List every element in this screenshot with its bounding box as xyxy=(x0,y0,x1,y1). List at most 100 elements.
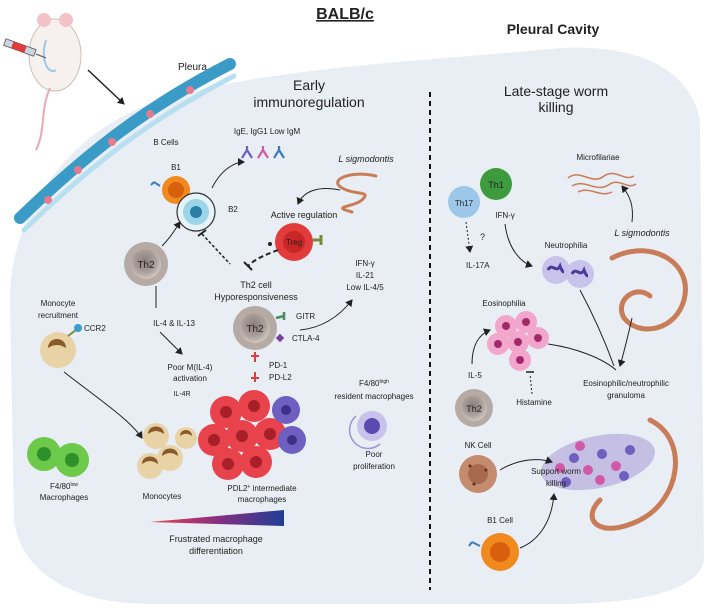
pd1-receptor-icon xyxy=(251,352,259,382)
b2-label: B2 xyxy=(228,205,238,214)
neutrophil-cells xyxy=(542,256,594,288)
b2-cell xyxy=(176,192,216,232)
f480-high-sup: high xyxy=(380,379,390,385)
arrow-th2-to-b2 xyxy=(161,221,181,247)
monocyte-recruit-line2: recruitment xyxy=(38,311,79,320)
frustrated-line1: Frustrated macrophage xyxy=(169,534,263,544)
microfilariae-icon xyxy=(567,172,637,195)
il17a-label: IL-17A xyxy=(466,261,490,270)
il4-il13-label: IL-4 & IL-13 xyxy=(153,319,195,328)
b1-cell-label: B1 Cell xyxy=(487,516,513,525)
b2-inhibit-bar xyxy=(197,229,207,237)
f480-low-macrophages xyxy=(27,437,89,477)
th2-center-label: Th2 xyxy=(246,324,264,335)
antibody-icons xyxy=(241,146,285,159)
poor-m-line2: activation xyxy=(173,374,207,383)
active-regulation-label: Active regulation xyxy=(271,210,338,220)
early-title-line1: Early xyxy=(293,77,325,93)
th2-late-label: Th2 xyxy=(466,404,482,414)
eosinophilia-label: Eosinophilia xyxy=(482,299,526,308)
pd1-label: PD-1 xyxy=(269,361,288,370)
late-title-line1: Late-stage worm xyxy=(504,83,608,99)
arrow-b1-to-support xyxy=(519,493,558,549)
th2-left-cell: Th2 xyxy=(124,242,168,286)
pleura-membrane xyxy=(14,58,237,233)
arrow-nk-to-support xyxy=(499,456,553,471)
arrow-il5-to-eosino xyxy=(471,328,491,365)
late-worm-icon xyxy=(609,248,688,332)
treg-cell: Treg xyxy=(275,223,323,261)
f480-low-prefix: F4/80 xyxy=(50,482,71,491)
granuloma-icon xyxy=(541,417,678,531)
injection-arrow xyxy=(87,69,125,105)
b1-label: B1 xyxy=(171,163,181,172)
f480-high-prefix: F4/80 xyxy=(359,379,380,388)
poor-prolif-line2: proliferation xyxy=(353,462,395,471)
arrow-il4-to-poor-m xyxy=(159,331,183,355)
monocytes-label: Monocytes xyxy=(143,492,182,501)
recruited-monocyte-cell xyxy=(40,324,82,368)
support-line2: killing xyxy=(546,479,566,488)
gitr-label: GITR xyxy=(296,312,315,321)
pdl2-suffix: intermediate xyxy=(250,484,297,493)
ctla4-label: CTLA-4 xyxy=(292,334,320,343)
treg-secretion-dot xyxy=(268,242,272,246)
b2-inhibit-dashed xyxy=(201,233,231,265)
pdl2-macrophage-cluster xyxy=(198,390,306,480)
pdl2-label: PD-L2 xyxy=(269,373,292,382)
th2-left-label: Th2 xyxy=(137,260,155,271)
poor-prolif-line1: Poor xyxy=(366,450,383,459)
pdl2-macro-label: PDL2+ intermediate xyxy=(227,484,297,493)
poor-m-line1: Poor M(IL-4) xyxy=(168,363,213,372)
late-worm-label: L sigmodontis xyxy=(614,228,670,238)
early-worm-icon xyxy=(336,172,378,214)
hypo-line1: Th2 cell xyxy=(240,280,272,290)
support-line1: Support worm xyxy=(531,467,581,476)
pleura-label: Pleura xyxy=(178,62,207,73)
neutrophilia-label: Neutrophilia xyxy=(545,241,588,250)
arrow-b-to-antibody xyxy=(211,158,245,189)
th2-center-cell: Th2 xyxy=(233,306,286,350)
resident-label: resident macrophages xyxy=(334,392,413,401)
antibodies-label: IgE, IgG1 Low IgM xyxy=(234,127,301,136)
arrow-eosino-to-granuloma xyxy=(547,343,617,371)
arrow-th17-to-il17a xyxy=(465,221,474,253)
histamine-label: Histamine xyxy=(516,398,552,407)
monocyte-recruit-line1: Monocyte xyxy=(41,299,76,308)
cytokine-ifng: IFN-γ xyxy=(355,259,375,268)
f480-low-label: F4/80low xyxy=(50,482,78,491)
cytokine-il45: Low IL-4/5 xyxy=(346,283,384,292)
arrow-worm-to-granuloma xyxy=(617,317,633,367)
granuloma-line1: Eosinophilic/neutrophilic xyxy=(583,379,669,388)
ccr2-label: CCR2 xyxy=(84,324,106,333)
th17-label: Th17 xyxy=(455,199,474,208)
th2-late-cell: Th2 xyxy=(455,389,493,427)
strain-title: BALB/c xyxy=(316,6,374,23)
cytokine-il21: IL-21 xyxy=(356,271,375,280)
arrow-th1-to-neutro xyxy=(504,223,533,268)
early-title-line2: immunoregulation xyxy=(253,94,364,110)
frustrated-line2: differentiation xyxy=(189,546,243,556)
ifng-late-label: IFN-γ xyxy=(495,211,515,220)
microfilariae-label: Microfilariae xyxy=(576,153,620,162)
arrow-worm-to-treg xyxy=(296,188,341,205)
th1-label: Th1 xyxy=(488,180,504,190)
il5-label: IL-5 xyxy=(468,371,482,380)
il4r-label: IL-4R xyxy=(173,391,190,398)
arrow-histamine-to-eosino xyxy=(529,373,533,395)
arrow-th2-to-cytokines xyxy=(299,299,353,331)
pdl2-macro-line2: macrophages xyxy=(238,495,286,504)
macrophages-label: Macrophages xyxy=(40,493,88,502)
arrow-worm-to-microfilariae xyxy=(621,185,633,223)
treg-label: Treg xyxy=(286,238,302,247)
pdl2-prefix: PDL2 xyxy=(227,484,248,493)
f480-high-label: F4/80high xyxy=(359,379,389,388)
b1-cell xyxy=(150,176,190,204)
f480-low-sup: low xyxy=(70,482,78,488)
b-cells-label: B Cells xyxy=(153,138,178,147)
question-label: ? xyxy=(480,232,485,242)
arrow-monocyte-to-pool xyxy=(63,371,143,439)
arrow-neutro-to-granuloma xyxy=(579,289,615,367)
resident-macrophage-cell xyxy=(348,411,387,450)
